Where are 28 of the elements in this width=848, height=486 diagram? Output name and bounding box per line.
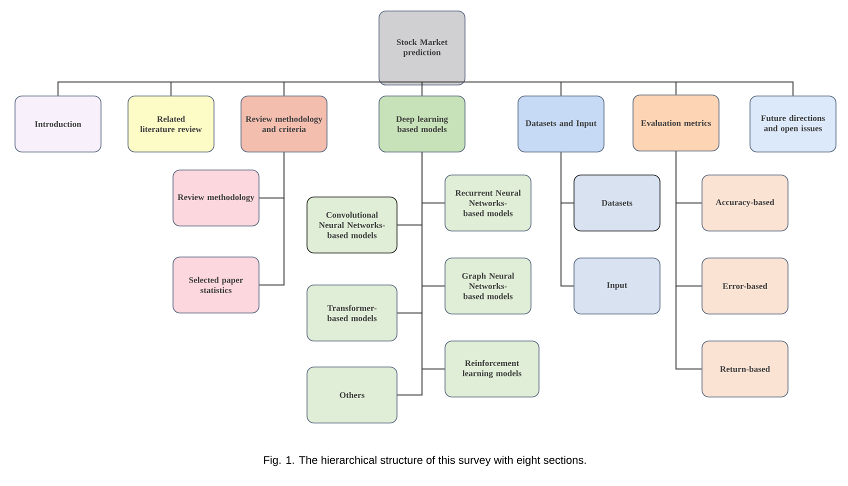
section-box: Future directions and open issues [750, 96, 836, 152]
subsection-box: Reinforcement learning models [444, 340, 540, 398]
subsection-box: Recurrent Neural Networks-based models [444, 174, 532, 232]
section-box: Evaluation metrics [632, 94, 720, 152]
subsection-box: Input [574, 258, 660, 314]
subsection-box: Convolutional Neural Networks-based models [306, 196, 398, 254]
root-box: Stock Market prediction [378, 10, 466, 86]
section-box: Deep learning based models [378, 96, 466, 152]
subsection-box: Accuracy-based [702, 174, 788, 232]
section-box: Review methodology and criteria [240, 96, 328, 152]
subsection-box: Return-based [702, 340, 788, 398]
caption: Fig. 1. The hierarchical structure of this survey with eight sections. [264, 456, 586, 466]
subsection-box: Error-based [702, 258, 788, 314]
subsection-box: Transformer-based models [306, 284, 398, 342]
subsection-box: Graph Neural Networks-based models [444, 258, 532, 314]
connector-line [258, 152, 284, 286]
subsection-box: Selected paper statistics [172, 256, 260, 314]
connector-line [422, 82, 794, 96]
section-box: Introduction [14, 96, 102, 152]
connector-line [396, 152, 422, 396]
section-box: Related literature review [128, 96, 214, 152]
subsection-box: Others [306, 366, 398, 424]
connector-line [676, 150, 702, 370]
section-box: Datasets and Input [518, 96, 604, 152]
connector-line [284, 82, 422, 96]
subsection-box: Datasets [574, 174, 660, 232]
connector-line [560, 152, 574, 286]
subsection-box: Review methodology [172, 170, 260, 226]
